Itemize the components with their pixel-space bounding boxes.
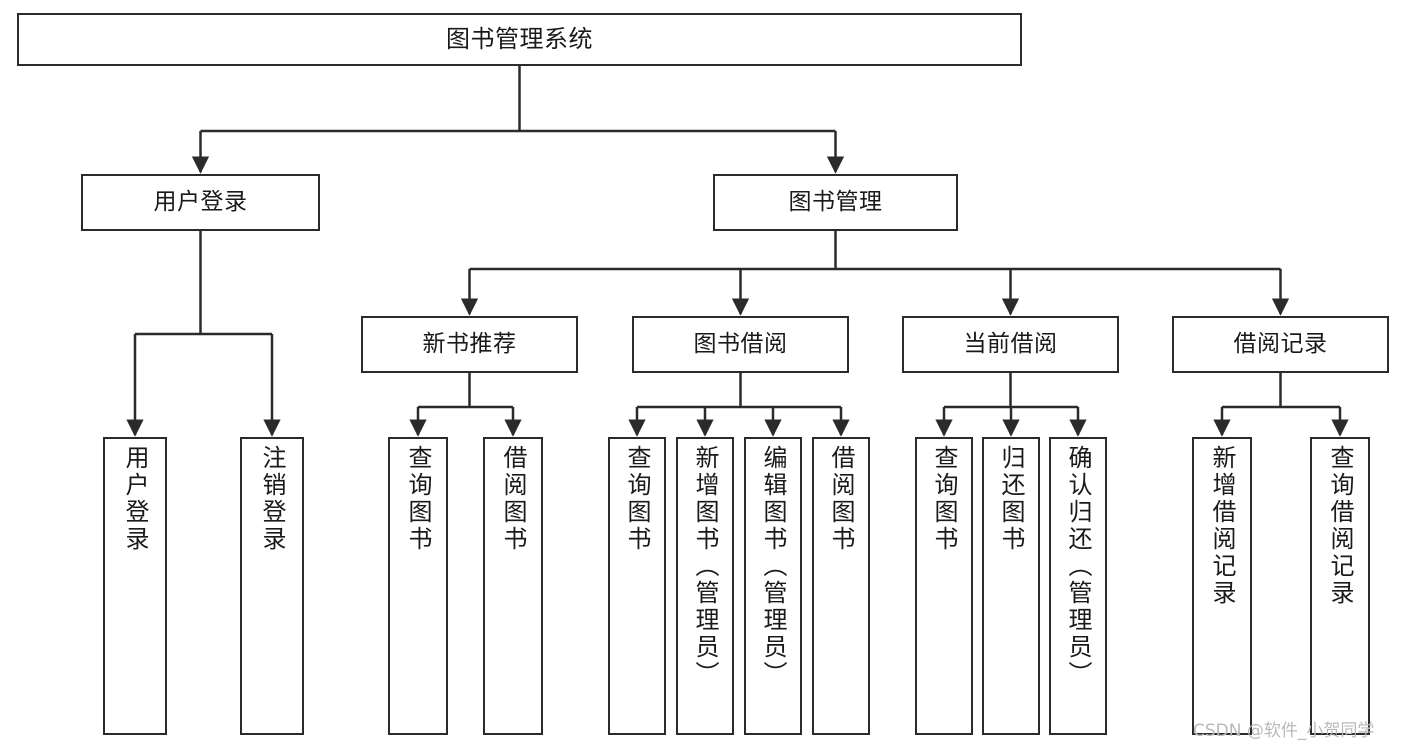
node-label: 借阅记录 (1233, 331, 1328, 358)
node-label: 查询借阅记录 (1326, 445, 1354, 607)
node-records[interactable]: 借阅记录 (1172, 316, 1389, 373)
node-l_addrec[interactable]: 新增借阅记录 (1192, 437, 1252, 735)
node-label: 新增图书（管理员） (691, 445, 719, 688)
node-label: 用户登录 (153, 189, 248, 216)
node-l_edit[interactable]: 编辑图书（管理员） (744, 437, 802, 735)
node-label: 编辑图书（管理员） (759, 445, 787, 688)
node-label: 图书借阅 (693, 331, 788, 358)
node-l_b1[interactable]: 借阅图书 (483, 437, 543, 735)
watermark-text: CSDN @软件_小贺同学 (1193, 721, 1375, 741)
node-l_add[interactable]: 新增图书（管理员） (676, 437, 734, 735)
node-current[interactable]: 当前借阅 (902, 316, 1119, 373)
node-login[interactable]: 用户登录 (81, 174, 320, 231)
node-l_conf[interactable]: 确认归还（管理员） (1049, 437, 1107, 735)
node-l_q2[interactable]: 查询图书 (608, 437, 666, 735)
node-borrow[interactable]: 图书借阅 (632, 316, 849, 373)
node-label: 借阅图书 (499, 445, 527, 553)
node-l_ret[interactable]: 归还图书 (982, 437, 1040, 735)
node-l_login[interactable]: 用户登录 (103, 437, 167, 735)
node-label: 查询图书 (930, 445, 958, 553)
node-bookmgmt[interactable]: 图书管理 (713, 174, 958, 231)
node-root[interactable]: 图书管理系统 (17, 13, 1022, 66)
node-l_logout[interactable]: 注销登录 (240, 437, 304, 735)
node-label: 归还图书 (997, 445, 1025, 553)
node-label: 用户登录 (121, 445, 149, 553)
node-l_q3[interactable]: 查询图书 (915, 437, 973, 735)
node-l_b2[interactable]: 借阅图书 (812, 437, 870, 735)
node-label: 确认归还（管理员） (1064, 445, 1092, 688)
node-label: 图书管理系统 (446, 24, 593, 53)
node-label: 查询图书 (404, 445, 432, 553)
node-label: 借阅图书 (827, 445, 855, 553)
node-label: 图书管理 (788, 189, 883, 216)
node-label: 注销登录 (258, 445, 286, 553)
node-l_q1[interactable]: 查询图书 (388, 437, 448, 735)
node-l_qrec[interactable]: 查询借阅记录 (1310, 437, 1370, 735)
node-label: 新书推荐 (422, 331, 517, 358)
node-label: 当前借阅 (963, 331, 1058, 358)
node-label: 新增借阅记录 (1208, 445, 1236, 607)
node-newbook[interactable]: 新书推荐 (361, 316, 578, 373)
node-label: 查询图书 (623, 445, 651, 553)
